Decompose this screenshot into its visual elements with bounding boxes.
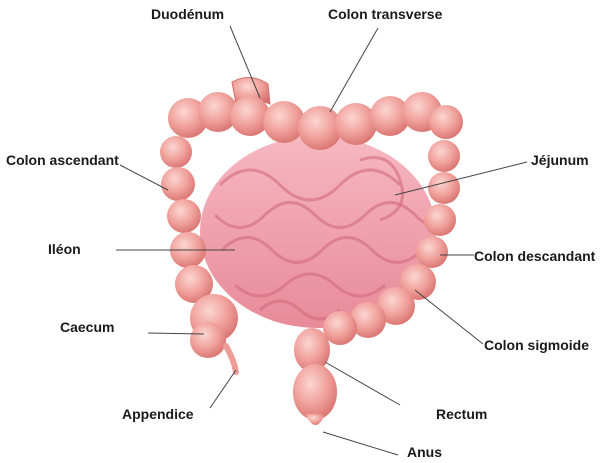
pointer-appendice <box>210 370 236 408</box>
pointer-colon-ascendant <box>120 165 168 190</box>
label-appendice: Appendice <box>122 406 194 422</box>
label-anus: Anus <box>407 444 442 460</box>
pointer-colon-sigmoide <box>415 290 483 344</box>
label-colon-transverse: Colon transverse <box>328 6 442 22</box>
label-colon-ascendant: Colon ascendant <box>6 152 119 168</box>
label-ileon: Iléon <box>48 241 81 257</box>
label-rectum: Rectum <box>436 406 487 422</box>
appendix-shape <box>226 346 236 372</box>
label-duodenum: Duodénum <box>151 6 224 22</box>
colon-transverse-shape <box>168 92 463 150</box>
rectum-shape <box>293 328 337 425</box>
pointer-colon-transverse <box>330 28 378 112</box>
label-colon-sigmoide: Colon sigmoide <box>484 337 589 353</box>
pointer-anus <box>323 432 398 455</box>
label-caecum: Caecum <box>60 319 114 335</box>
label-colon-descendant: Colon descandant <box>474 248 595 264</box>
caecum-shape <box>190 294 238 358</box>
label-jejunum: Jéjunum <box>531 152 589 168</box>
